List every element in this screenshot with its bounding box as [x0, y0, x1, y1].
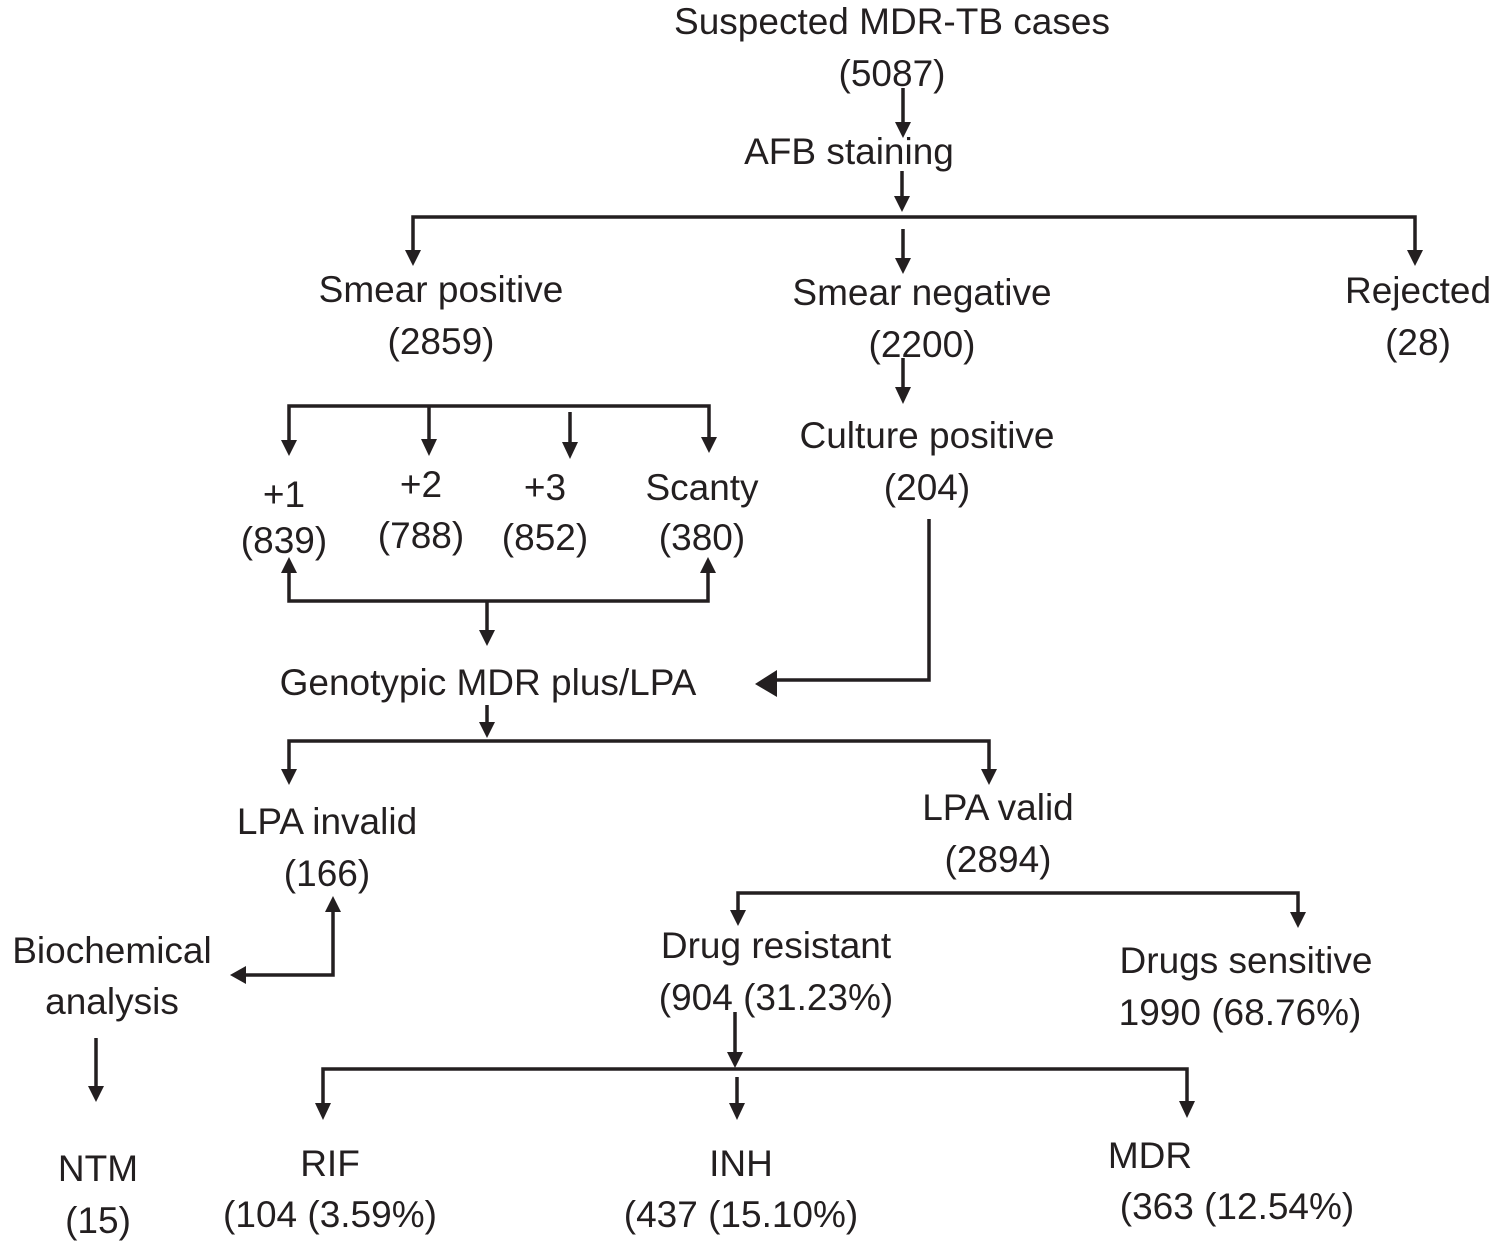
node-grade-3: +3 (852)	[502, 467, 588, 558]
connector-afb-split	[405, 215, 1423, 274]
node-smear-positive-count: (2859)	[388, 321, 495, 362]
connector-smear-negative-to-culture	[895, 358, 911, 404]
node-mdr-count: (363 (12.54%)	[1120, 1186, 1354, 1227]
node-mdr-label: MDR	[1108, 1135, 1192, 1176]
node-scanty-count: (380)	[659, 517, 745, 558]
node-mdr: MDR (363 (12.54%)	[1108, 1135, 1354, 1227]
node-drug-resistant: Drug resistant (904 (31.23%)	[659, 925, 893, 1018]
node-lpa-valid-label: LPA valid	[922, 787, 1074, 828]
connector-lpa-valid-split	[730, 891, 1306, 928]
node-culture-positive-label: Culture positive	[799, 415, 1054, 456]
node-ntm: NTM (15)	[58, 1148, 138, 1241]
node-biochemical-label2: analysis	[45, 981, 179, 1022]
node-ntm-label: NTM	[58, 1148, 138, 1189]
node-smear-negative: Smear negative (2200)	[792, 272, 1051, 365]
node-rif-count: (104 (3.59%)	[223, 1194, 437, 1235]
node-smear-positive-label: Smear positive	[319, 269, 564, 310]
connector-grades-to-genotypic	[281, 557, 716, 646]
node-suspected-count: (5087)	[839, 53, 946, 94]
node-afb-label: AFB staining	[744, 131, 954, 172]
connector-genotypic-to-lpa	[281, 705, 997, 785]
node-ntm-count: (15)	[65, 1200, 131, 1241]
connector-smear-positive-to-grades	[281, 404, 717, 459]
connector-suspected-to-afb	[895, 88, 911, 138]
node-rejected-label: Rejected	[1345, 270, 1491, 311]
node-grade-3-count: (852)	[502, 517, 588, 558]
node-drug-sensitive-label: Drugs sensitive	[1120, 940, 1373, 981]
connector-biochemical-to-ntm	[88, 1038, 104, 1102]
node-grade-1: +1 (839)	[241, 474, 327, 561]
node-smear-negative-count: (2200)	[869, 324, 976, 365]
node-lpa-valid: LPA valid (2894)	[922, 787, 1074, 880]
node-inh: INH (437 (15.10%)	[624, 1143, 858, 1235]
node-biochemical-label: Biochemical	[12, 930, 211, 971]
node-suspected-label: Suspected MDR-TB cases	[674, 1, 1110, 42]
node-rif: RIF (104 (3.59%)	[223, 1143, 437, 1235]
node-grade-2-count: (788)	[378, 515, 464, 556]
node-lpa-invalid-count: (166)	[284, 853, 370, 894]
node-inh-count: (437 (15.10%)	[624, 1194, 858, 1235]
node-rejected-count: (28)	[1385, 322, 1451, 363]
node-grade-3-label: +3	[524, 467, 566, 508]
node-scanty: Scanty (380)	[645, 467, 759, 558]
node-biochemical: Biochemical analysis	[12, 930, 211, 1022]
connector-resistant-split	[315, 1012, 1195, 1120]
node-grade-1-label: +1	[263, 474, 305, 515]
node-genotypic: Genotypic MDR plus/LPA	[280, 662, 697, 703]
node-smear-positive: Smear positive (2859)	[319, 269, 564, 362]
node-grade-1-count: (839)	[241, 520, 327, 561]
node-culture-positive: Culture positive (204)	[799, 415, 1054, 508]
node-drug-sensitive-count: 1990 (68.76%)	[1119, 992, 1362, 1033]
node-lpa-invalid-label: LPA invalid	[237, 801, 417, 842]
connector-lpa-invalid-biochemical	[230, 896, 341, 984]
node-rif-label: RIF	[300, 1143, 360, 1184]
node-smear-negative-label: Smear negative	[792, 272, 1051, 313]
node-drug-sensitive: Drugs sensitive 1990 (68.76%)	[1119, 940, 1373, 1033]
connector-afb-to-split	[894, 171, 910, 212]
node-grade-2: +2 (788)	[378, 464, 464, 556]
node-rejected: Rejected (28)	[1345, 270, 1491, 363]
node-culture-positive-count: (204)	[884, 467, 970, 508]
node-genotypic-label: Genotypic MDR plus/LPA	[280, 662, 697, 703]
node-suspected: Suspected MDR-TB cases (5087)	[674, 1, 1110, 94]
node-lpa-valid-count: (2894)	[945, 839, 1052, 880]
connector-culture-to-genotypic	[755, 519, 931, 697]
node-lpa-invalid: LPA invalid (166)	[237, 801, 417, 894]
node-inh-label: INH	[709, 1143, 773, 1184]
node-grade-2-label: +2	[400, 464, 442, 505]
node-drug-resistant-count: (904 (31.23%)	[659, 977, 893, 1018]
node-drug-resistant-label: Drug resistant	[661, 925, 892, 966]
node-scanty-label: Scanty	[645, 467, 759, 508]
node-afb: AFB staining	[744, 131, 954, 172]
